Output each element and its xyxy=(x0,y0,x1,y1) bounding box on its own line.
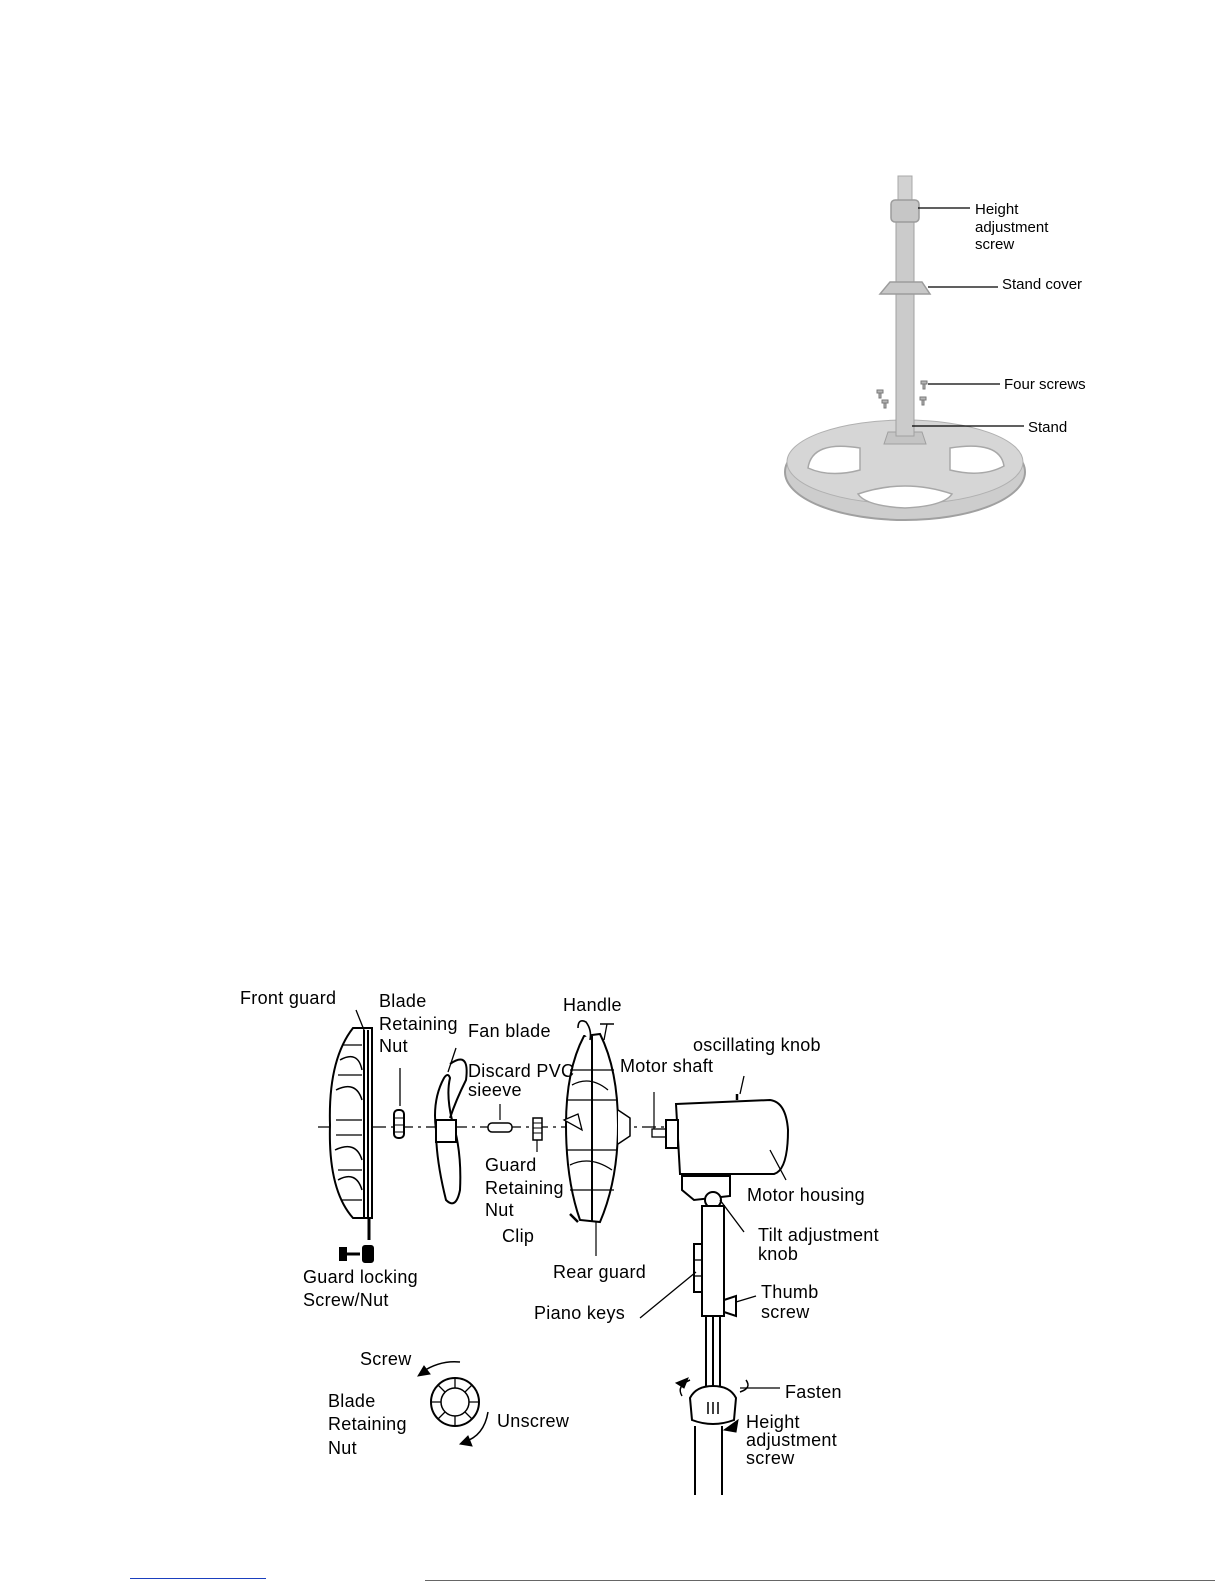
label-thumb-screw: Thumb screw xyxy=(761,1282,819,1322)
motor-housing-part xyxy=(665,1075,790,1233)
label-fan-blade: Fan blade xyxy=(468,1021,551,1041)
label-piano-keys: Piano keys xyxy=(534,1303,626,1323)
footer-link-underline xyxy=(130,1578,266,1579)
stand-base xyxy=(784,419,1026,521)
guard-retaining-nut-part xyxy=(532,1117,543,1152)
label-blade-retaining-nut-detail: Blade Retaining Nut xyxy=(328,1391,407,1458)
rear-guard-part xyxy=(562,1020,631,1256)
label-motor-shaft: Motor shaft xyxy=(620,1056,714,1076)
label-oscillating-knob: oscillating knob xyxy=(693,1035,821,1055)
stand-pole xyxy=(878,175,932,437)
label-fasten: Fasten xyxy=(785,1382,842,1402)
label-front-guard: Front guard xyxy=(240,988,337,1008)
label-height-adjustment-screw-bottom: Height adjustment screw xyxy=(746,1412,838,1468)
stand-diagram xyxy=(784,175,1026,521)
blade-retaining-nut-detail xyxy=(417,1360,489,1447)
label-rear-guard: Rear guard xyxy=(553,1262,647,1282)
label-discard-pvc-sleeve: Discard PVC sieeve xyxy=(468,1061,575,1100)
pvc-sleeve xyxy=(487,1104,513,1133)
four-screws xyxy=(876,380,928,409)
label-guard-retaining-nut: Guard Retaining Nut xyxy=(485,1155,564,1220)
stand-leader-lines xyxy=(912,207,1024,427)
front-guard xyxy=(328,1009,373,1240)
label-clip: Clip xyxy=(502,1226,535,1246)
label-guard-locking-screw-nut: Guard locking Screw/Nut xyxy=(303,1267,418,1311)
label-screw: Screw xyxy=(360,1349,412,1369)
label-stand: Stand xyxy=(1028,419,1068,436)
label-height-adjustment-screw-top: Height adjustment screw xyxy=(975,201,1049,254)
label-unscrew: Unscrew xyxy=(497,1411,570,1431)
label-handle: Handle xyxy=(563,995,622,1015)
footer-rule xyxy=(425,1580,1215,1581)
label-stand-cover: Stand cover xyxy=(1002,276,1083,293)
label-tilt-adjustment-knob: Tilt adjustment knob xyxy=(758,1225,879,1264)
label-four-screws: Four screws xyxy=(1004,376,1086,393)
label-motor-housing: Motor housing xyxy=(747,1185,865,1205)
guard-locking-screw-nut-part xyxy=(339,1245,374,1263)
fan-pole xyxy=(639,1205,780,1495)
label-blade-retaining-nut: Blade Retaining Nut xyxy=(379,991,458,1056)
blade-retaining-nut-part xyxy=(393,1068,405,1139)
fan-blade-part xyxy=(434,1047,468,1205)
